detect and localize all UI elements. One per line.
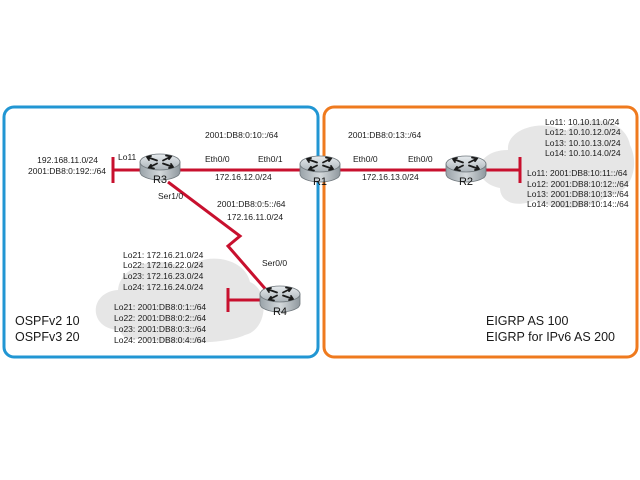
r3-r1-ipv4: 172.16.12.0/24 xyxy=(215,172,272,182)
r2-lo14-ipv6: Lo14: 2001:DB8:10:14::/64 xyxy=(527,199,629,209)
r2-lo12-ipv6: Lo12: 2001:DB8:10:12::/64 xyxy=(527,179,629,189)
r4-lo24-ipv4: Lo24: 172.16.24.0/24 xyxy=(123,282,204,292)
r2-lo13-ipv4: Lo13: 10.10.13.0/24 xyxy=(545,138,621,148)
router-r4-label: R4 xyxy=(273,306,287,318)
r4-lo22-ipv6: Lo22: 2001:DB8:0:2::/64 xyxy=(114,313,206,323)
serial-link-r3-r4 xyxy=(167,180,270,293)
right-area-box xyxy=(322,105,639,359)
left-area-protocol-1: OSPFv2 10 xyxy=(15,314,80,328)
r2-eth0-0: Eth0/0 xyxy=(408,154,433,164)
r2-loopback-cloud xyxy=(479,120,635,208)
left-area-box xyxy=(2,105,320,359)
router-r1[interactable]: R1 xyxy=(299,155,341,188)
r2-lo14-ipv4: Lo14: 10.10.14.0/24 xyxy=(545,148,621,158)
router-r2[interactable]: R2 xyxy=(445,155,487,188)
r4-lo23-ipv6: Lo23: 2001:DB8:0:3::/64 xyxy=(114,324,206,334)
r3-r4-ipv6: 2001:DB8:0:5::/64 xyxy=(217,199,286,209)
r1-r2-ipv4: 172.16.13.0/24 xyxy=(362,172,419,182)
router-r2-label: R2 xyxy=(459,176,473,188)
r1-eth0-0: Eth0/0 xyxy=(353,154,378,164)
r2-lo11-ipv6: Lo11: 2001:DB8:10:11::/64 xyxy=(527,168,628,178)
router-r3[interactable]: R3 xyxy=(139,153,181,186)
r3-r1-ipv6: 2001:DB8:0:10::/64 xyxy=(205,130,279,140)
r3-ser1-0: Ser1/0 xyxy=(158,191,183,201)
r2-lo13-ipv6: Lo13: 2001:DB8:10:13::/64 xyxy=(527,189,629,199)
r1-r2-ipv6: 2001:DB8:0:13::/64 xyxy=(348,130,422,140)
r4-ser0-0: Ser0/0 xyxy=(262,258,287,268)
r1-eth0-1: Eth0/1 xyxy=(258,154,283,164)
r4-lo21-ipv4: Lo21: 172.16.21.0/24 xyxy=(123,250,204,260)
router-r3-label: R3 xyxy=(153,174,167,186)
r2-lo11-ipv4: Lo11: 10.10.11.0/24 xyxy=(545,117,620,127)
r4-lo24-ipv6: Lo24: 2001:DB8:0:4::/64 xyxy=(114,335,206,345)
r4-loopback-cloud xyxy=(95,258,264,343)
right-area-protocol-1: EIGRP AS 100 xyxy=(486,314,569,328)
r3-lo11-ipv6: 2001:DB8:0:192::/64 xyxy=(28,166,106,176)
left-area-protocol-2: OSPFv3 20 xyxy=(15,330,80,344)
right-area-protocol-2: EIGRP for IPv6 AS 200 xyxy=(486,330,615,344)
r3-r4-ipv4: 172.16.11.0/24 xyxy=(227,212,283,222)
router-r4[interactable]: R4 xyxy=(259,285,301,318)
r3-lo11-name: Lo11 xyxy=(118,152,137,162)
r4-lo22-ipv4: Lo22: 172.16.22.0/24 xyxy=(123,260,204,270)
r3-eth0-0: Eth0/0 xyxy=(205,154,230,164)
r4-lo21-ipv6: Lo21: 2001:DB8:0:1::/64 xyxy=(114,302,206,312)
r2-lo12-ipv4: Lo12: 10.10.12.0/24 xyxy=(545,127,621,137)
r4-lo23-ipv4: Lo23: 172.16.23.0/24 xyxy=(123,271,204,281)
r3-lo11-ipv4: 192.168.11.0/24 xyxy=(37,155,98,165)
router-r1-label: R1 xyxy=(313,176,327,188)
